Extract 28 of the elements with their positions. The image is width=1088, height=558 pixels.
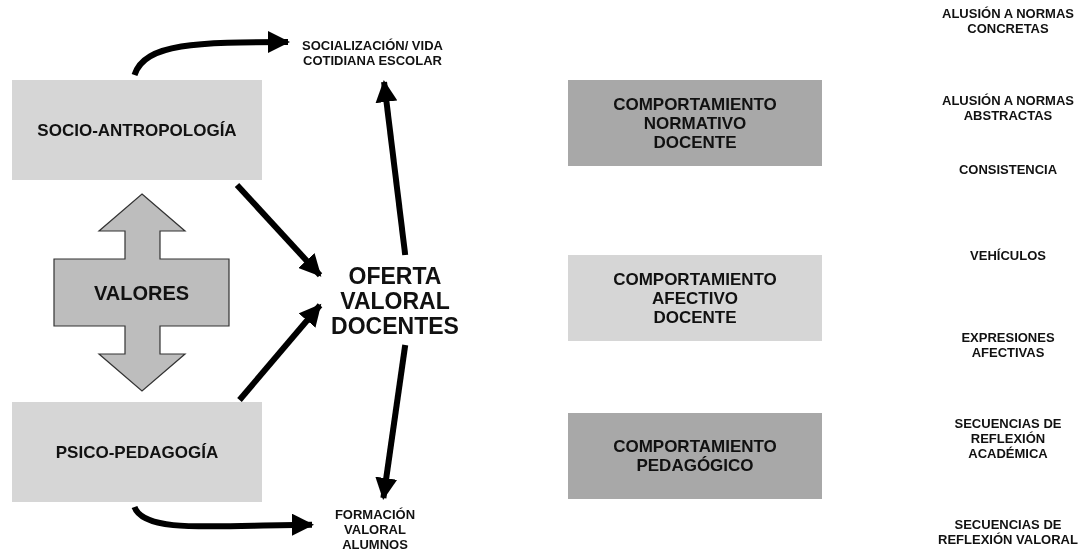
box-label: SOCIO-ANTROPOLOGÍA xyxy=(37,120,237,140)
arrow xyxy=(375,80,409,256)
arrow xyxy=(237,303,323,402)
process-box xyxy=(568,80,822,166)
box-label: COMPORTAMIENTO NORMATIVO DOCENTE xyxy=(612,94,778,152)
node-label: FORMACIÓN VALORAL ALUMNOS xyxy=(333,506,417,552)
process-box xyxy=(568,255,822,341)
category-label: SECUENCIAS DE REFLEXIÓN ACADÉMICA xyxy=(953,416,1063,461)
arrow xyxy=(375,344,409,500)
arrow xyxy=(131,505,314,536)
arrow xyxy=(131,31,290,77)
category-label: ALUSIÓN A NORMAS ABSTRACTAS xyxy=(941,93,1075,123)
category-label: CONSISTENCIA xyxy=(957,162,1059,177)
node-label: OFERTA VALORAL DOCENTES xyxy=(330,263,460,339)
category-label: ALUSIÓN A NORMAS CONCRETAS xyxy=(941,6,1075,36)
box-label: VALORES xyxy=(93,281,190,304)
category-label: EXPRESIONES AFECTIVAS xyxy=(960,330,1056,360)
category-label: SECUENCIAS DE REFLEXIÓN VALORAL xyxy=(937,517,1079,547)
process-box xyxy=(568,413,822,499)
double-arrow-shape xyxy=(53,193,230,392)
box-label: COMPORTAMIENTO AFECTIVO DOCENTE xyxy=(612,269,778,327)
node-label: SOCIALIZACIÓN/ VIDA COTIDIANA ESCOLAR xyxy=(301,38,444,68)
category-label: VEHÍCULOS xyxy=(969,248,1047,263)
process-box xyxy=(12,402,262,502)
box-label: PSICO-PEDAGOGÍA xyxy=(55,442,219,462)
process-box xyxy=(12,80,262,180)
box-label: COMPORTAMIENTO PEDAGÓGICO xyxy=(612,437,778,475)
arrow xyxy=(234,182,323,278)
